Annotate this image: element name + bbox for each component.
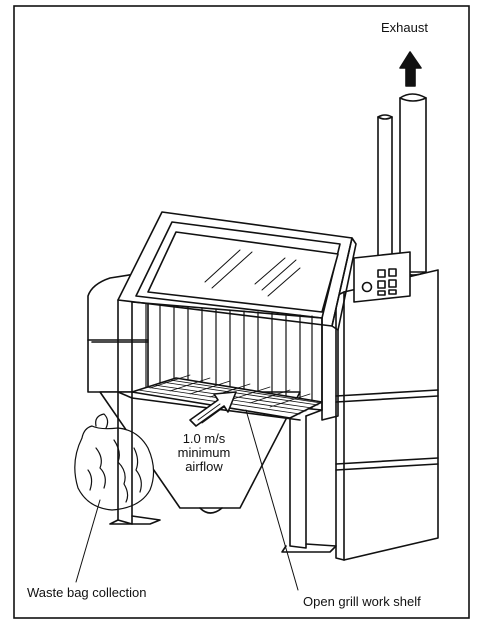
airflow-minimum-text: minimum <box>168 446 240 460</box>
waste-bag-label: Waste bag collection <box>27 585 146 600</box>
airflow-label: 1.0 m/s minimum airflow <box>168 432 240 474</box>
control-panel <box>354 252 410 302</box>
exhaust-pipes <box>378 94 426 272</box>
exhaust-arrow-icon <box>400 52 421 86</box>
airflow-word-text: airflow <box>168 460 240 474</box>
right-cabinet <box>336 270 438 560</box>
exhaust-label: Exhaust <box>381 20 428 35</box>
work-shelf-label: Open grill work shelf <box>303 594 421 609</box>
waste-leader-line <box>76 500 100 582</box>
airflow-speed-text: 1.0 m/s <box>168 432 240 446</box>
